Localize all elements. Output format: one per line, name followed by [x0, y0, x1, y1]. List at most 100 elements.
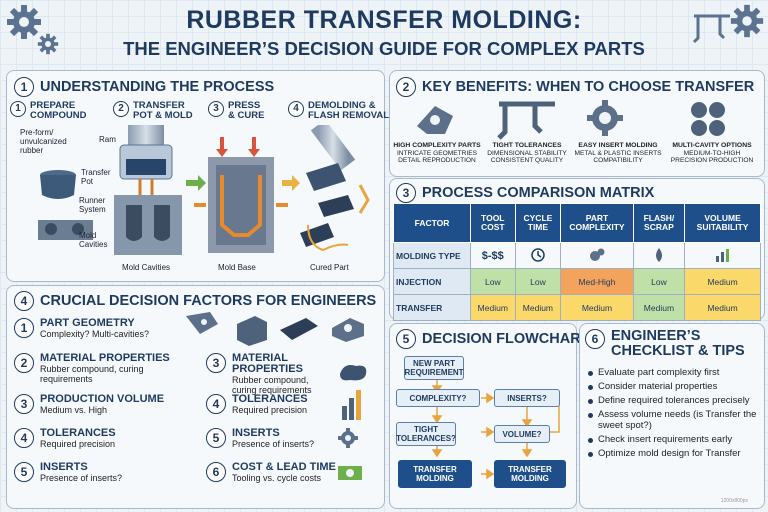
step-title-b: FLASH REMOVAL — [308, 110, 390, 121]
factor-number: 4 — [206, 394, 226, 414]
factor-title: INSERTS — [40, 461, 88, 473]
matrix-cell: Med-High — [560, 268, 634, 295]
section2-title: 2 KEY BENEFITS: WHEN TO CHOOSE TRANSFER — [396, 77, 754, 97]
label-ram: Ram — [99, 135, 116, 144]
checklist-item: Consider material properties — [587, 381, 762, 392]
checklist-item: Assess volume needs (is Transfer the swe… — [587, 409, 762, 431]
factor-desc: Required precision — [40, 439, 116, 449]
part-geometry-icon — [186, 312, 218, 334]
table-row: MOLDING TYPE $-$$ — [393, 242, 761, 269]
step-title-a: TRANSFER — [133, 100, 185, 111]
caliper-icon — [497, 101, 555, 140]
matrix-header-cell: FLASH/ SCRAP — [632, 203, 686, 243]
step-title-b: POT & MOLD — [133, 110, 193, 121]
step-3-title: 3 PRESS& CURE — [208, 101, 264, 121]
checklist-item: Optimize mold design for Transfer — [587, 448, 762, 459]
factor-title: COST & LEAD TIME — [232, 461, 336, 473]
factor-illustrations — [186, 312, 367, 480]
section6-number: 6 — [585, 329, 605, 349]
section3-title: 3 PROCESS COMPARISON MATRIX — [396, 183, 654, 203]
factor-title: MATERIAL PROPERTIES — [40, 352, 170, 364]
section1-title-text: UNDERSTANDING THE PROCESS — [40, 79, 275, 95]
section5-title-text: DECISION FLOWCHART — [422, 331, 590, 347]
matrix-cell: Medium — [632, 294, 686, 321]
gear-icon-top-right — [730, 4, 764, 38]
table-row: INJECTION Low Low Med-High Low Medium — [393, 268, 761, 295]
step-title-b: & CURE — [228, 110, 265, 121]
matrix-header-cell: PART COMPLEXITY — [560, 203, 634, 243]
section4-number: 4 — [14, 291, 34, 311]
section4-title-text: CRUCIAL DECISION FACTORS FOR ENGINEERS — [40, 293, 377, 309]
section1-title: 1 UNDERSTANDING THE PROCESS — [14, 77, 274, 97]
blob-icon — [340, 365, 367, 381]
factor-desc: Presence of inserts? — [232, 439, 315, 449]
step-number: 2 — [113, 101, 129, 117]
plate-part-icon — [280, 318, 318, 340]
flow-start-box: NEW PART REQUIREMENT — [404, 356, 464, 380]
factor-desc: Rubber compound, curing requirements — [232, 375, 312, 395]
table-row: TRANSFER Medium Medium Medium Medium Med… — [393, 294, 761, 321]
bracket-part-icon — [332, 318, 364, 342]
caption-mold-cavities: Mold Cavities — [122, 263, 171, 272]
factor-title: TOLERANCES — [40, 427, 116, 439]
step-number: 1 — [10, 101, 26, 117]
matrix-cell: Medium — [684, 268, 761, 295]
matrix-row-label: INJECTION — [393, 268, 471, 295]
factor-number: 6 — [206, 462, 226, 482]
factor-desc: Tooling vs. cycle costs — [232, 473, 322, 483]
step-title-a: DEMOLDING & — [308, 100, 376, 111]
step-title-b: COMPOUND — [30, 110, 87, 121]
step-number: 4 — [288, 101, 304, 117]
factor-desc: Complexity? Multi-cavities? — [40, 329, 150, 339]
block-part-icon — [237, 316, 267, 346]
factor-number: 1 — [14, 318, 34, 338]
section3-title-text: PROCESS COMPARISON MATRIX — [422, 185, 655, 201]
matrix-cell: Low — [632, 268, 686, 295]
step-title-a: PREPARE — [30, 100, 76, 111]
matrix-row-label: TRANSFER — [393, 294, 471, 321]
section5-number: 5 — [396, 329, 416, 349]
flow-volume-box: VOLUME? — [494, 425, 550, 443]
money-icon — [338, 466, 362, 480]
matrix-row-label: MOLDING TYPE — [393, 242, 471, 269]
process-illustration — [38, 125, 370, 255]
flow-tolerances-box: TIGHT TOLERANCES? — [396, 422, 456, 446]
gear-icon-top-left — [7, 5, 41, 39]
step-4-title: 4 DEMOLDING &FLASH REMOVAL — [288, 101, 389, 121]
factor-title: PART GEOMETRY — [40, 317, 135, 329]
matrix-cell: $-$$ — [470, 242, 516, 269]
flow-outcome-1: TRANSFER MOLDING — [398, 460, 472, 488]
drop-icon — [632, 242, 686, 269]
factor-number: 3 — [206, 353, 226, 373]
checklist-panel — [579, 323, 765, 509]
factor-desc: Presence of inserts? — [40, 473, 123, 483]
matrix-header-cell: VOLUME SUITABILITY — [684, 203, 761, 243]
factor-title: PRODUCTION VOLUME — [40, 393, 165, 405]
matrix-header-cell: TOOL COST — [470, 203, 516, 243]
factor-desc: Required precision — [232, 405, 308, 415]
checklist: Evaluate part complexity first Consider … — [587, 367, 762, 462]
multi-cavity-icon — [691, 102, 725, 136]
matrix-cell: Medium — [470, 294, 516, 321]
matrix-cell: Low — [514, 268, 562, 295]
section5-title: 5 DECISION FLOWCHART — [396, 329, 590, 349]
factor-desc: Rubber compound, curing requirements — [40, 364, 144, 384]
gear-small-icon — [338, 428, 358, 448]
page-subtitle: THE ENGINEER’S DECISION GUIDE FOR COMPLE… — [123, 38, 645, 59]
factor-number: 4 — [14, 428, 34, 448]
caption-mold-base: Mold Base — [218, 263, 256, 272]
factor-title: INSERTS — [232, 427, 280, 439]
factor-number: 2 — [14, 353, 34, 373]
flow-complexity-box: COMPLEXITY? — [396, 389, 480, 407]
